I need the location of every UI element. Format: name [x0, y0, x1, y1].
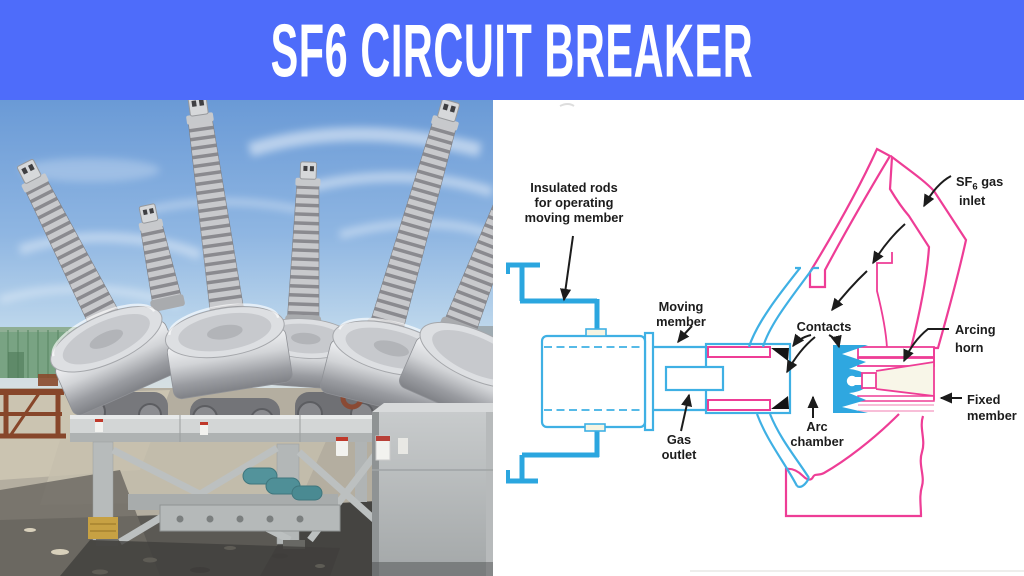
drum-housing: [164, 303, 293, 400]
sf6-diagram-svg: Insulated rods for operating moving memb…: [493, 100, 1024, 576]
label-moving-member: Moving: [659, 299, 704, 314]
gas-flow-arrow: [831, 270, 868, 312]
insulated-rods: [506, 262, 600, 484]
arc-chamber-wall-upper: [747, 266, 819, 348]
label-gas-outlet: Gas: [667, 432, 691, 447]
annotation-arrows: [560, 175, 962, 432]
contacts-arrow-middle: [786, 336, 816, 374]
insulator-bushing: [138, 203, 185, 312]
diagram-labels: Insulated rods for operating moving memb…: [525, 174, 1017, 462]
horn-throat: [861, 372, 877, 389]
insulated-rods-arrow: [560, 235, 574, 302]
svg-text:member: member: [967, 408, 1017, 423]
svg-text:moving member: moving member: [525, 210, 624, 225]
label-arc-chamber: Arc: [806, 419, 827, 434]
label-arcing-horn: Arcing: [955, 322, 996, 337]
arcing-horn-cone: [876, 362, 934, 396]
label-insulated-rods: Insulated rods: [530, 180, 617, 195]
svg-text:member: member: [656, 314, 706, 329]
moving-member-cylinder: [540, 328, 706, 432]
svg-text:chamber: chamber: [790, 434, 843, 449]
drum-housing: [50, 303, 183, 416]
breaker-photo: [0, 100, 493, 576]
breaker-photo-svg: [0, 100, 493, 576]
fixed-contact-slot: [851, 377, 864, 385]
arc-chamber-tank: [784, 413, 925, 518]
gas-outlet-port: [664, 365, 725, 392]
sf6-inlet-duct: [808, 147, 968, 350]
gas-flow-arrow: [872, 223, 906, 265]
title-banner: SF6 CIRCUIT BREAKER: [0, 0, 1024, 100]
fixed-contact-assembly: [833, 345, 935, 413]
svg-text:outlet: outlet: [662, 447, 698, 462]
contacts-arrow-left: [792, 333, 812, 348]
label-fixed-member: Fixed: [967, 392, 1000, 407]
rusty-steel-stand: [0, 374, 66, 439]
label-sf6-gas-inlet: SF6 gas: [956, 174, 1003, 193]
svg-text:for operating: for operating: [535, 195, 614, 210]
label-contacts: Contacts: [797, 319, 852, 334]
svg-text:horn: horn: [955, 340, 984, 355]
arcing-horn-arrow: [903, 328, 949, 363]
control-cabinet: [372, 403, 493, 576]
svg-text:inlet: inlet: [959, 193, 986, 208]
frame-shadow: [60, 540, 340, 576]
content-row: Insulated rods for operating moving memb…: [0, 100, 1024, 576]
support-frame: [70, 415, 378, 549]
sf6-inlet-arrow: [923, 175, 952, 208]
moving-contact-tip: [771, 348, 789, 361]
arc-chamber-wall-lower: [755, 413, 810, 488]
contacts-arrow-right: [828, 334, 842, 349]
moving-member-arrow: [677, 325, 693, 344]
moving-contact-tip: [771, 396, 789, 409]
page-title: SF6 CIRCUIT BREAKER: [270, 7, 754, 93]
gas-outlet-arrow: [680, 393, 693, 432]
sf6-diagram: Insulated rods for operating moving memb…: [493, 100, 1024, 576]
drum-housings: [50, 303, 493, 432]
scan-smudge: [559, 103, 575, 107]
